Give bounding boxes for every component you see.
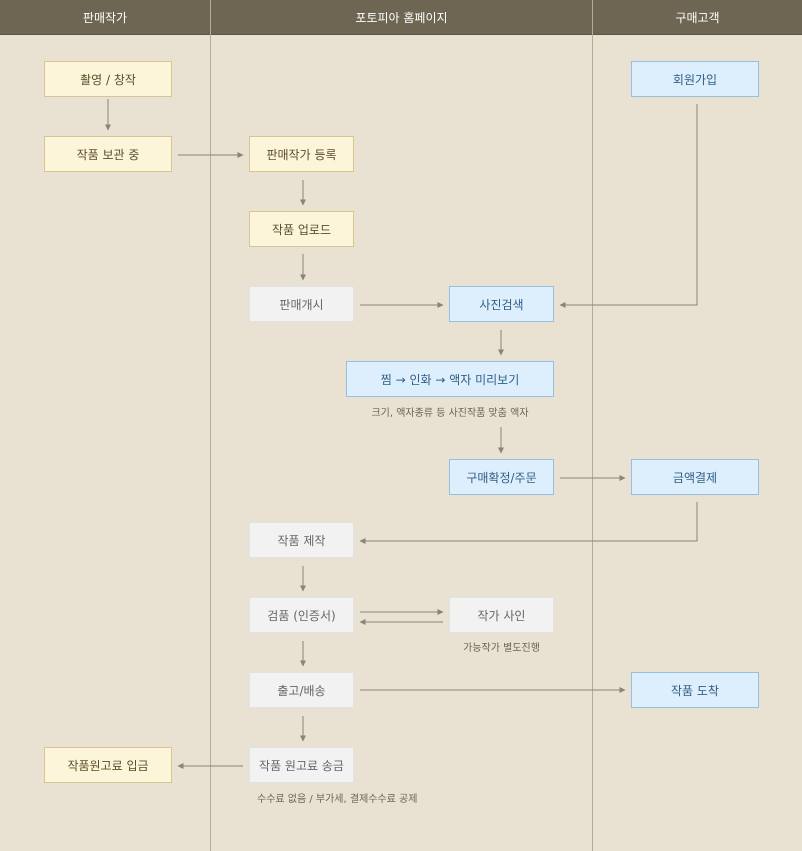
note-remit: 수수료 없음 / 부가세, 결제수수료 공제 — [257, 794, 418, 805]
lane-header-customer: 구매고객 — [593, 0, 802, 35]
lane-seller: 판매작가 — [0, 0, 210, 851]
step-preview: 찜 → 인화 → 액자 미리보기 — [346, 361, 554, 397]
step-order: 구매확정/주문 — [449, 459, 554, 495]
note-preview: 크기, 액자종류 등 사진작품 맞춤 액자 — [371, 408, 529, 419]
lane-customer: 구매고객 — [593, 0, 802, 851]
step-artist-register: 판매작가 등록 — [249, 136, 354, 172]
lane-divider — [210, 0, 211, 851]
step-produce: 작품 제작 — [249, 522, 354, 558]
note-artist-sign: 가능작가 별도진행 — [463, 643, 540, 654]
arrow-payment-to-produce — [359, 502, 698, 544]
step-payment: 금액결제 — [631, 459, 759, 495]
lane-divider — [592, 0, 593, 851]
lane-header-seller: 판매작가 — [0, 0, 210, 35]
step-ship: 출고/배송 — [249, 672, 354, 708]
step-signup: 회원가입 — [631, 61, 759, 97]
step-store: 작품 보관 중 — [44, 136, 172, 172]
step-upload: 작품 업로드 — [249, 211, 354, 247]
step-start-sale: 판매개시 — [249, 286, 354, 322]
lane-site: 포토피아 홈페이지 — [211, 0, 592, 851]
step-arrive: 작품 도착 — [631, 672, 759, 708]
step-deposit: 작품원고료 입금 — [44, 747, 172, 783]
step-artist-sign: 작가 사인 — [449, 597, 554, 633]
step-inspect: 검품 (인증서) — [249, 597, 354, 633]
step-search: 사진검색 — [449, 286, 554, 322]
step-remit: 작품 원고료 송금 — [249, 747, 354, 783]
lane-header-site: 포토피아 홈페이지 — [211, 0, 592, 35]
arrow-signup-to-search — [559, 104, 698, 308]
step-shoot: 촬영 / 창작 — [44, 61, 172, 97]
